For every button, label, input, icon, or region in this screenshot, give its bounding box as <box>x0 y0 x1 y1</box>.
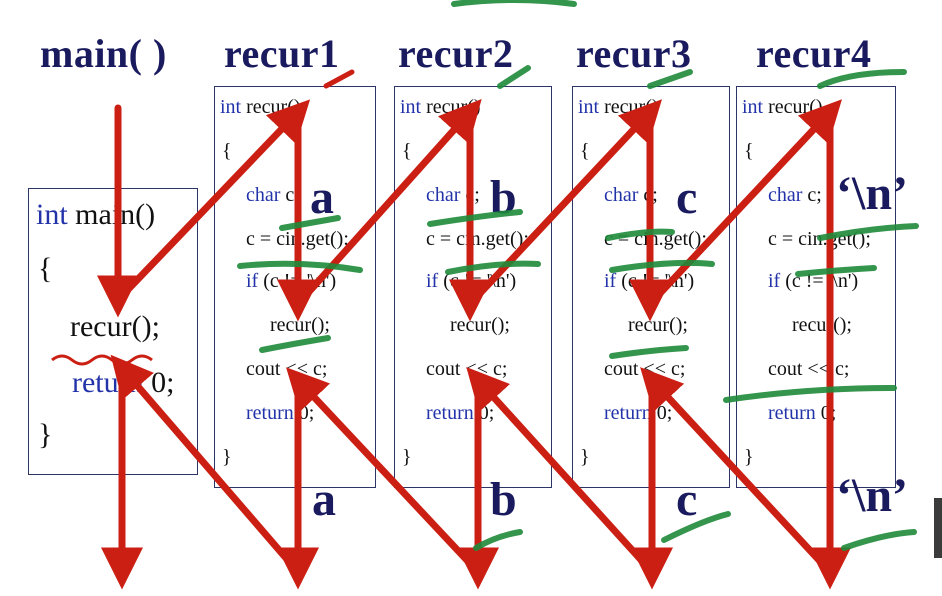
recur2-return-kw: return <box>426 402 474 424</box>
recur3-close: } <box>580 446 590 468</box>
header-recur1: recur1 <box>224 31 340 76</box>
recur4-sig-type: int <box>742 96 764 118</box>
char-bottom-2: b <box>490 473 517 526</box>
recur4-close: } <box>744 446 754 468</box>
scroll-edge <box>934 498 942 558</box>
char-top-3: c <box>676 171 698 224</box>
green-recur1-if <box>237 260 363 273</box>
arrow-recur2-to-recur3 <box>466 99 662 308</box>
green-recur3-call <box>609 345 689 359</box>
green-recur4-if <box>795 265 877 277</box>
header-recur4: recur4 <box>756 31 872 76</box>
recur1-red-tick <box>323 69 355 89</box>
char-bottom-1: a <box>312 473 336 526</box>
recur1-decl-type: char <box>246 184 281 206</box>
green-recur1-assign <box>279 215 341 231</box>
recur3-if-kw: if <box>604 270 617 292</box>
green-recur2-assign <box>427 209 523 227</box>
recur3-return-kw: return <box>604 402 652 424</box>
green-recur3-assign <box>605 228 675 241</box>
recur3-decl-type: char <box>604 184 639 206</box>
green-recur4-return <box>723 385 897 403</box>
green-recur2-tick <box>497 65 531 89</box>
recur2-close: } <box>402 446 412 468</box>
green-recur2-if <box>445 260 541 275</box>
arrow-return-3-to-2 <box>466 367 656 576</box>
header-recur2: recur2 <box>398 31 514 76</box>
recur4-decl-type: char <box>768 184 803 206</box>
main-call-underline <box>51 354 153 366</box>
recur3-sig-type: int <box>578 96 600 118</box>
main-close-brace: } <box>38 418 53 451</box>
main-return-val: 0; <box>151 366 175 399</box>
arrow-return-1-to-main <box>110 354 302 576</box>
recur1-return-kw: return <box>246 402 294 424</box>
recur2-if-kw: if <box>426 270 439 292</box>
green-recur4-tick <box>817 69 907 89</box>
recur4-decl: char c; <box>768 184 822 207</box>
recur1-open: { <box>222 140 232 162</box>
header-recur3: recur3 <box>576 31 692 76</box>
green-b-bottom <box>473 529 523 551</box>
arrow-return-4-to-3 <box>640 367 834 576</box>
recur2-open: { <box>402 140 412 162</box>
recur3-open: { <box>580 140 590 162</box>
recur2-decl-type: char <box>426 184 461 206</box>
recur4-call: recur(); <box>792 314 852 336</box>
char-bottom-3: c <box>676 473 698 526</box>
header-main: main( ) <box>40 31 167 76</box>
green-recur3-if <box>609 259 715 273</box>
recur4-open: { <box>744 140 754 162</box>
green-recur4-assign <box>817 223 919 241</box>
recur4-if-kw: if <box>768 270 781 292</box>
arrow-return-2-to-1 <box>286 367 482 576</box>
arrow-recur3-to-recur4 <box>646 99 842 308</box>
recur4-decl-var: c; <box>807 184 822 206</box>
recur4-return-kw: return <box>768 402 816 424</box>
arrow-recur1-to-recur2 <box>294 98 482 308</box>
recur4-frame <box>736 86 896 488</box>
main-open-brace: { <box>38 252 53 285</box>
recur2-sig-type: int <box>400 96 422 118</box>
recur1-if-kw: if <box>246 270 259 292</box>
green-recur1-call <box>259 335 331 353</box>
green-top-arc <box>451 0 577 7</box>
arrow-main-to-recur1 <box>114 99 311 304</box>
main-sig-type: int <box>36 198 68 231</box>
green-c-bottom <box>661 511 731 543</box>
recur2-assign: c = cin.get(); <box>426 228 529 250</box>
char-top-4: ‘\n’ <box>836 167 908 220</box>
recur1-sig-type: int <box>220 96 242 118</box>
char-bottom-4: ‘\n’ <box>836 469 908 522</box>
green-recur3-tick <box>647 69 693 89</box>
char-top-1: a <box>310 171 334 224</box>
recur1-close: } <box>222 446 232 468</box>
green-n-bottom <box>841 529 917 551</box>
